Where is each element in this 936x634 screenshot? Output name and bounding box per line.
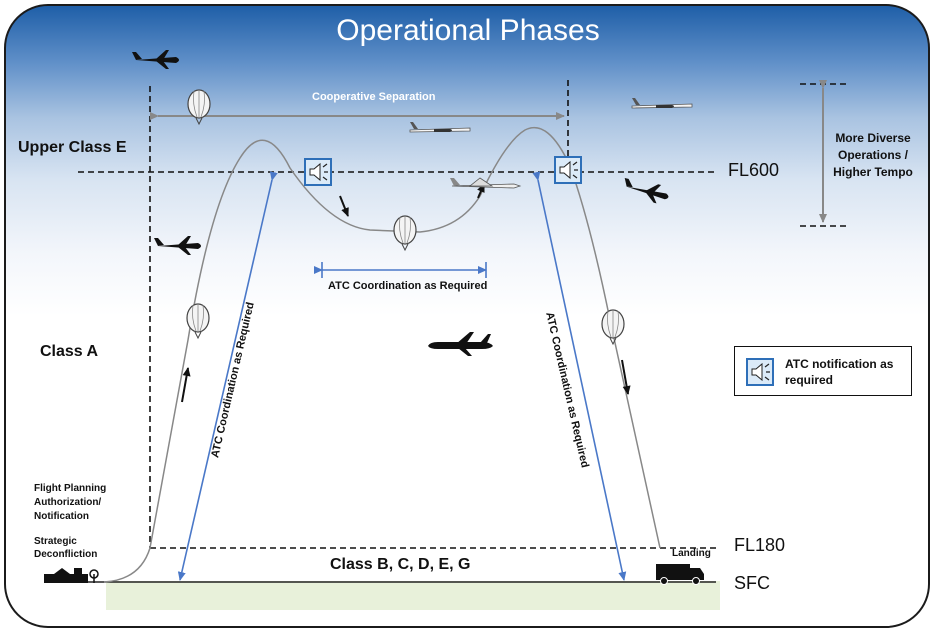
strategic-deconfliction-label: Strategic Deconfliction <box>34 536 98 560</box>
descent-arrow-center <box>339 195 349 217</box>
atc-coordination-center-label: ATC Coordination as Required <box>328 280 488 292</box>
balloon-icon <box>186 303 210 339</box>
legend-label: ATC notification as required <box>785 357 894 387</box>
speaker-icon <box>304 158 332 186</box>
airliner-icon <box>428 332 493 356</box>
aircraft-icon <box>132 50 179 69</box>
ground-station-icon <box>44 568 99 583</box>
legend-box: ATC notification as required <box>734 346 912 396</box>
ascent-arrow <box>181 367 191 403</box>
ground-strip <box>106 581 720 610</box>
class-a-label: Class A <box>40 343 99 360</box>
more-diverse-label: More Diverse Operations / Higher Tempo <box>833 131 913 179</box>
landing-label: Landing <box>672 548 711 559</box>
sfc-label: SFC <box>734 573 770 593</box>
supersonic-aircraft-icon <box>450 177 522 189</box>
balloon-icon <box>393 215 417 251</box>
flight-planning-label: Flight Planning Authorization/ Notificat… <box>34 483 107 522</box>
cooperative-separation-label: Cooperative Separation <box>312 91 436 103</box>
flight-profile <box>103 126 661 583</box>
glider-icon <box>631 97 693 109</box>
balloon-icon <box>187 89 211 125</box>
aircraft-icon <box>620 176 671 206</box>
balloon-icon <box>601 309 625 345</box>
page-title: Operational Phases <box>336 14 600 47</box>
class-bcdeg-label: Class B, C, D, E, G <box>330 556 471 573</box>
glider-icon <box>409 121 471 133</box>
atc-arrow-left <box>177 171 278 581</box>
business-jet-icon <box>154 236 201 255</box>
fl600-label: FL600 <box>728 160 780 180</box>
atc-arrow-right <box>532 171 627 581</box>
speaker-icon <box>746 358 774 386</box>
recovery-truck-icon <box>656 564 704 585</box>
speaker-icon <box>554 156 582 184</box>
upper-class-e-label: Upper Class E <box>18 139 127 156</box>
fl180-label: FL180 <box>734 535 786 555</box>
diagram-frame <box>4 4 930 628</box>
